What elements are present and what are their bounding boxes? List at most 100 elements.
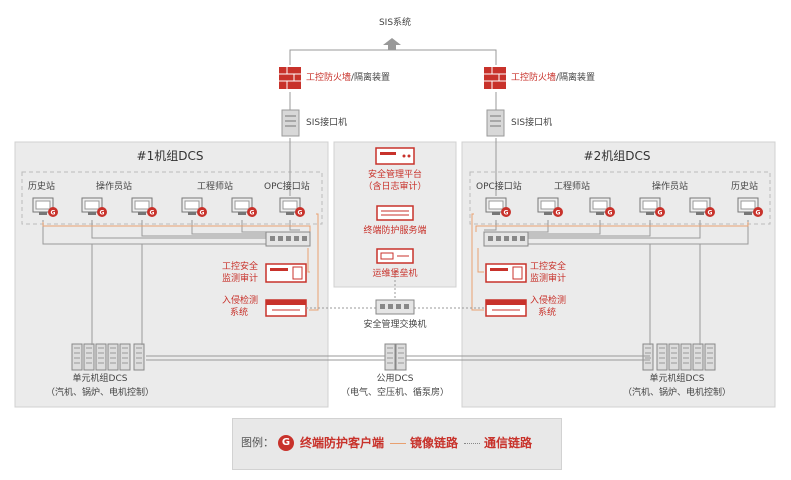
legend-mirror: 镜像链路 [410,436,459,450]
cabinet-icon [95,343,107,371]
unit2-ids-label-1: 系统 [538,308,557,318]
unit2-station-3: 历史站 [731,182,759,192]
cabinet-icon [656,343,668,371]
unit2-title: #2机组DCS [583,149,651,163]
firewall-label-left: 工控防火墙/隔离装置 [306,73,390,84]
unit1-station-2: 工程师站 [197,182,234,192]
cabinet-icon [384,343,396,371]
unit1-station-1: 操作员站 [96,182,133,192]
cabinet-icon [704,343,716,371]
workstation-icon: G [589,197,615,217]
legend-comm: 通信链路 [484,436,533,450]
cabinet-icon [680,343,692,371]
workstation-icon: G [181,197,207,217]
unit2-dcs-label-1: （汽机、锅炉、电机控制） [622,388,731,398]
endpoint-server-icon [376,205,414,221]
svg-text:G: G [708,210,713,217]
mgmt-switch-icon [375,299,415,315]
bastion-icon [376,248,414,264]
svg-text:G: G [608,210,613,217]
workstation-icon: G [32,197,58,217]
svg-text:G: G [556,210,561,217]
public-dcs-label-0: 公用DCS [376,374,414,384]
svg-text:G: G [658,210,663,217]
unit1-dcs-cabinets [71,343,145,371]
unit2-audit-icon [485,263,527,283]
unit1-title: #1机组DCS [136,149,204,163]
cabinet-icon [83,343,95,371]
sis-up-arrow [383,38,401,50]
unit2-station-links [484,220,749,245]
legend: 图例： G 终端防护客户端 镜像链路 通信链路 [232,418,562,470]
unit1-station-3: OPC接口站 [264,182,310,192]
workstation-icon: G [485,197,511,217]
svg-text:G: G [200,210,205,217]
firewall-label-right-rest: /隔离装置 [556,73,596,83]
sis-interface-right-label: SIS接口机 [511,118,553,128]
unit2-mirror-links [471,213,749,311]
unit1-station-group [21,171,323,225]
bastion-label: 运维堡垒机 [372,269,418,279]
unit1-dcs-label-0: 单元机组DCS [72,374,128,384]
workstation-icon: G [131,197,157,217]
mgmt-switch-label: 安全管理交换机 [363,320,427,330]
unit2-station-group [469,171,771,225]
sis-top-link [289,49,497,65]
svg-text:G: G [250,210,255,217]
unit2-dcs-label-0: 单元机组DCS [649,374,705,384]
unit2-station-1: 工程师站 [554,182,591,192]
unit2-switch-icon [483,231,529,247]
firewall-label-right-red: 工控防火墙 [511,73,557,83]
workstation-icon: G [537,197,563,217]
unit1-mirror-links [42,213,319,311]
unit2-dcs-cabinets [642,343,716,371]
unit1-dcs-label-1: （汽机、锅炉、电机控制） [45,388,154,398]
unit2-audit-label-0: 工控安全 [530,262,567,272]
public-dcs-label-1: （电气、空压机、循泵房） [340,388,449,398]
unit2-ids-label-0: 入侵检测 [530,296,567,306]
firewall-label-left-rest: /隔离装置 [351,73,391,83]
cabinet-icon [668,343,680,371]
platform-icon [375,147,415,165]
cabinet-icon [119,343,131,371]
unit1-ids-label-0: 入侵检测 [222,296,259,306]
unit1-ids-label-1: 系统 [230,308,249,318]
endpoint-server-label: 终端防护服务端 [363,226,427,236]
unit2-audit-label-1: 监测审计 [530,274,567,284]
cabinet-icon [133,343,145,371]
unit1-ids-icon [265,299,307,317]
workstation-icon: G [81,197,107,217]
svg-text:G: G [100,210,105,217]
unit1-audit-label-0: 工控安全 [222,262,259,272]
unit1-audit-icon [265,263,307,283]
workstation-icon: G [689,197,715,217]
legend-client: 终端防护客户端 [300,436,385,450]
firewall-icon-left [279,67,301,89]
cabinet-icon [692,343,704,371]
unit2-station-2: 操作员站 [652,182,689,192]
legend-prefix: 图例： [241,436,274,449]
cabinet-icon [395,343,407,371]
workstation-icon: G [279,197,305,217]
sis-interface-left-label: SIS接口机 [306,118,348,128]
unit1-station-0: 历史站 [28,182,56,192]
legend-row: 图例： G 终端防护客户端 镜像链路 通信链路 [241,435,532,451]
workstation-icon: G [737,197,763,217]
cabinet-icon [107,343,119,371]
comm-line-icon [464,442,481,444]
sis-system-label: SIS系统 [378,18,412,28]
g-badge-icon: G [278,435,294,451]
firewall-label-left-red: 工控防火墙 [306,73,352,83]
server-icon-right [486,109,505,137]
public-dcs-cabinet [384,343,407,371]
svg-text:G: G [51,210,56,217]
svg-text:G: G [504,210,509,217]
dcs-bus-lines [91,244,701,361]
workstation-icon: G [639,197,665,217]
svg-text:G: G [150,210,155,217]
firewall-icon-right [484,67,506,89]
server-icon-left [281,109,300,137]
svg-text:G: G [756,210,761,217]
